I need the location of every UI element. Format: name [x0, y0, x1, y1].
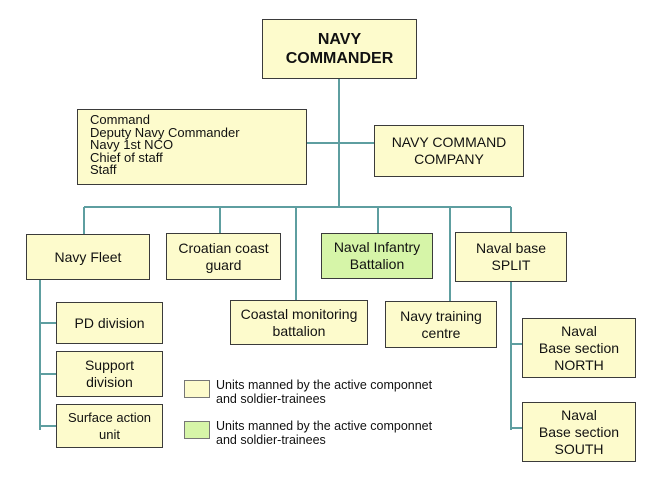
legend-text-2-line-2: and soldier-trainees	[216, 433, 326, 447]
command-staff-box: Command Deputy Navy Commander Navy 1st N…	[77, 109, 307, 185]
surface-action-unit-line-1: Surface action	[67, 410, 152, 425]
naval-base-split-box: Naval base SPLIT	[455, 232, 567, 282]
naval-infantry-battalion-line-2: Battalion	[349, 256, 405, 272]
command-staff-line-4: Chief of staff	[90, 149, 163, 165]
naval-base-section-south-line-1: Naval	[561, 406, 597, 423]
naval-base-section-north-box: Naval Base section NORTH	[522, 318, 636, 378]
croatian-coast-guard-line-1: Croatian coast	[178, 239, 269, 256]
legend-text-2-line-1: Units manned by the active componnet	[216, 419, 433, 433]
support-division-line-2: division	[86, 374, 133, 390]
naval-base-section-north-line-3: NORTH	[554, 356, 604, 373]
coastal-monitoring-battalion-line-1: Coastal monitoring	[240, 305, 358, 322]
surface-action-unit-line-2: unit	[99, 427, 120, 442]
legend-text-1: Units manned by the active componnet and…	[216, 378, 432, 406]
command-staff-line-1: Command	[90, 112, 150, 127]
navy-training-centre-line-1: Navy training	[400, 307, 482, 324]
navy-training-centre-box: Navy training centre	[385, 301, 497, 348]
command-staff-line-5: Staff	[90, 162, 117, 177]
naval-base-section-north-line-2: Base section	[538, 339, 620, 356]
command-staff-line-3: Navy 1st NCO	[90, 137, 174, 152]
support-division-box: Support division	[56, 351, 163, 397]
legend-swatch-yellow	[184, 380, 210, 398]
naval-base-section-south-line-3: SOUTH	[554, 440, 604, 457]
naval-base-split-line-2: SPLIT	[491, 257, 531, 273]
naval-base-section-south-line-2: Base section	[538, 423, 620, 440]
surface-action-unit-box: Surface action unit	[56, 404, 163, 448]
legend-text-1-line-2: and soldier-trainees	[216, 392, 326, 406]
croatian-coast-guard-box: Croatian coast guard	[166, 233, 281, 280]
pd-division-line-1: PD division	[74, 314, 145, 331]
naval-infantry-battalion-line-1: Naval Infantry	[333, 239, 421, 255]
navy-commander-line-1: NAVY	[317, 31, 362, 48]
naval-base-section-south-box: Naval Base section SOUTH	[522, 402, 636, 462]
coastal-monitoring-battalion-line-2: battalion	[272, 322, 326, 339]
navy-command-company-line-2: COMPANY	[414, 151, 484, 167]
naval-base-split-line-1: Naval base	[475, 240, 547, 256]
navy-fleet-line-1: Navy Fleet	[54, 248, 122, 265]
coastal-monitoring-battalion-box: Coastal monitoring battalion	[230, 300, 368, 345]
croatian-coast-guard-line-2: guard	[205, 256, 242, 273]
navy-command-company-box: NAVY COMMAND COMPANY	[374, 125, 524, 177]
navy-fleet-box: Navy Fleet	[26, 234, 150, 280]
navy-commander-line-2: COMMANDER	[285, 50, 394, 67]
legend-text-1-line-1: Units manned by the active componnet	[216, 378, 433, 392]
naval-infantry-battalion-box: Naval Infantry Battalion	[321, 233, 433, 279]
navy-commander-box: NAVY COMMANDER	[262, 19, 417, 79]
naval-base-section-north-line-1: Naval	[561, 322, 597, 339]
command-staff-line-2: Deputy Navy Commander	[90, 124, 240, 140]
support-division-line-1: Support	[84, 357, 135, 373]
navy-command-company-line-1: NAVY COMMAND	[391, 134, 507, 150]
pd-division-box: PD division	[56, 302, 163, 344]
legend-text-2: Units manned by the active componnet and…	[216, 419, 432, 447]
legend-swatch-green	[184, 421, 210, 439]
navy-training-centre-line-2: centre	[421, 324, 461, 341]
